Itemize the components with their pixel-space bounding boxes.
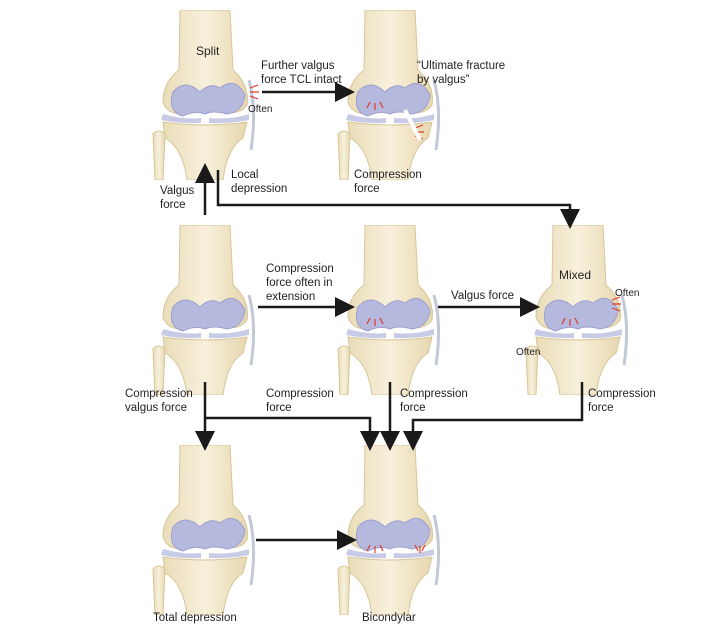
label-further-valgus: Further valgus force TCL intact	[261, 60, 342, 86]
label-often-mixed-right: Often	[615, 288, 640, 299]
label-mixed: Mixed	[559, 268, 592, 282]
knee-split	[153, 10, 254, 180]
knee-compression-extension	[338, 225, 439, 395]
label-local-depression: Local depression	[231, 169, 288, 195]
label-valgus-force-left: Valgus force	[160, 185, 195, 211]
fracture-line	[403, 109, 422, 141]
label-ultimate-fracture: “Ultimate fracture by valgus”	[417, 60, 506, 86]
label-often-top: Often	[248, 104, 273, 115]
label-split: Split	[196, 44, 220, 58]
label-total-depression: Total depression	[153, 612, 237, 624]
label-compression-force-2: Compression force	[400, 388, 468, 414]
arrows	[195, 82, 584, 550]
label-compression-valgus: Compression valgus force	[125, 388, 193, 414]
label-compression-extension: Compression force often in extension	[266, 263, 334, 303]
knee-ultimate-fracture	[338, 10, 439, 180]
label-valgus-force-mid: Valgus force	[451, 290, 515, 302]
label-compression-force-1: Compression force	[266, 388, 334, 414]
knee-total-depression	[153, 445, 254, 615]
label-often-mixed-bottom: Often	[516, 347, 541, 358]
label-compression-force-top: Compression force	[354, 169, 422, 195]
knee-mixed	[526, 225, 627, 395]
label-compression-force-3: Compression force	[588, 388, 656, 414]
knee-bicondylar	[338, 445, 439, 615]
fracture-marks	[249, 84, 621, 553]
label-bicondylar: Bicondylar	[362, 612, 416, 624]
knee-local-depression	[153, 225, 254, 395]
